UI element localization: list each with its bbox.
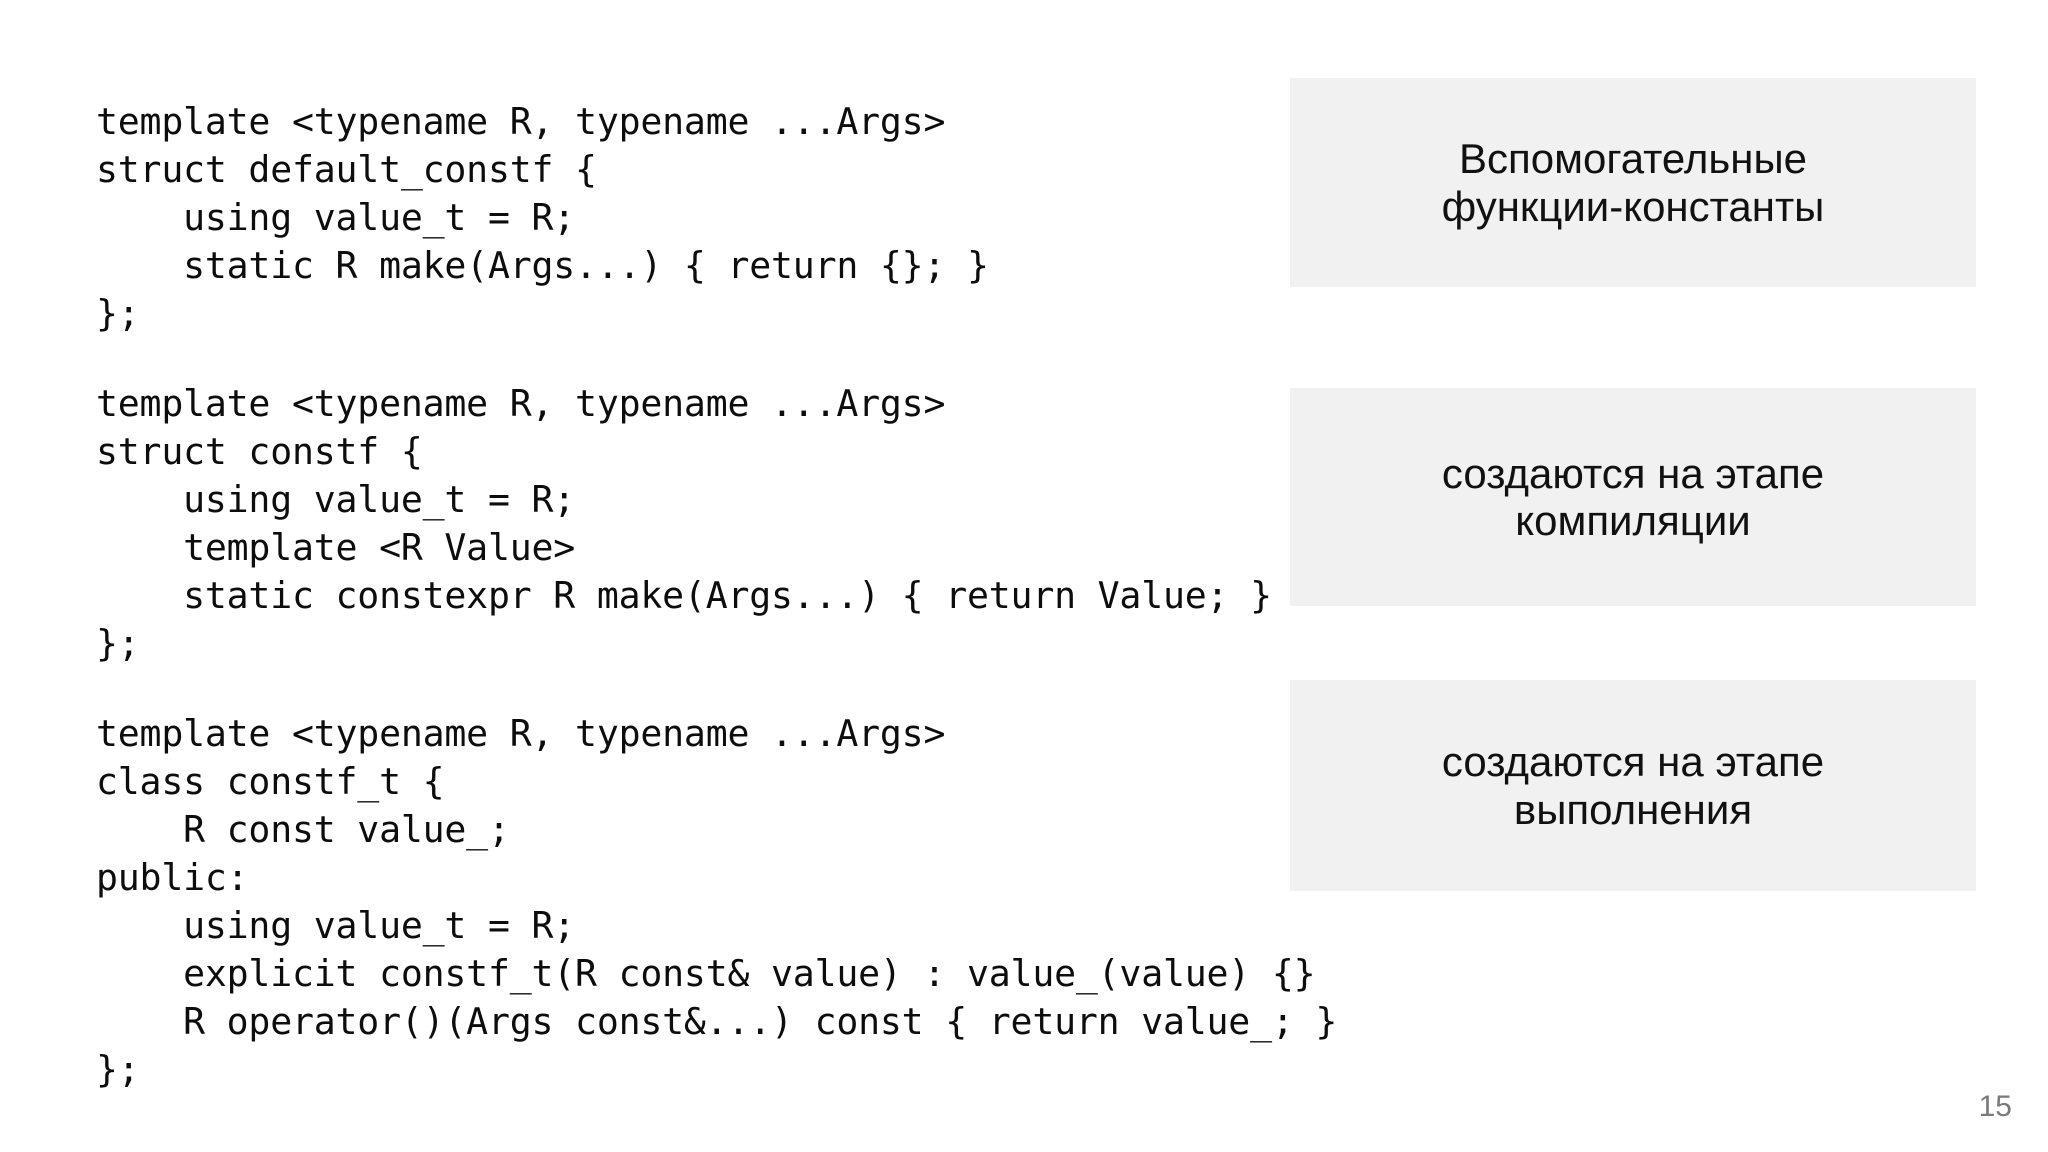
code-line: explicit constf_t(R const& value) : valu… [96, 952, 1316, 995]
note-text-helper-constant-functions: Вспомогательные функции-константы [1441, 135, 1825, 230]
code-line: }; [96, 292, 140, 335]
code-line: template <typename R, typename ...Args> [96, 712, 946, 755]
code-line: }; [96, 1048, 140, 1091]
note-box-created-at-runtime: создаются на этапе выполнения [1290, 680, 1976, 891]
code-line: public: [96, 856, 249, 899]
code-line: template <typename R, typename ...Args> [96, 382, 946, 425]
note-box-helper-constant-functions: Вспомогательные функции-константы [1290, 78, 1976, 287]
code-line: struct default_constf { [96, 148, 597, 191]
note-text-created-at-compile-time: создаются на этапе компиляции [1441, 449, 1825, 544]
code-line: struct constf { [96, 430, 423, 473]
code-block-constf-t: template <typename R, typename ...Args> … [96, 710, 1338, 1094]
code-line: }; [96, 622, 140, 665]
code-listing-column: template <typename R, typename ...Args> … [96, 98, 1338, 1094]
note-box-created-at-compile-time: создаются на этапе компиляции [1290, 388, 1976, 606]
code-line: static R make(Args...) { return {}; } [96, 244, 989, 287]
code-line: class constf_t { [96, 760, 445, 803]
code-block-constf: template <typename R, typename ...Args> … [96, 380, 1296, 668]
code-line: static constexpr R make(Args...) { retur… [96, 574, 1272, 617]
code-block-default-constf: template <typename R, typename ...Args> … [96, 98, 1296, 338]
code-line: using value_t = R; [96, 478, 576, 521]
code-line: using value_t = R; [96, 196, 576, 239]
note-text-created-at-runtime: создаются на этапе выполнения [1441, 738, 1825, 833]
code-line: R operator()(Args const&...) const { ret… [96, 1000, 1338, 1043]
code-line: template <R Value> [96, 526, 576, 569]
code-line: R const value_; [96, 808, 510, 851]
page-number: 15 [1978, 1090, 2012, 1123]
code-line: using value_t = R; [96, 904, 576, 947]
code-line: template <typename R, typename ...Args> [96, 100, 946, 143]
